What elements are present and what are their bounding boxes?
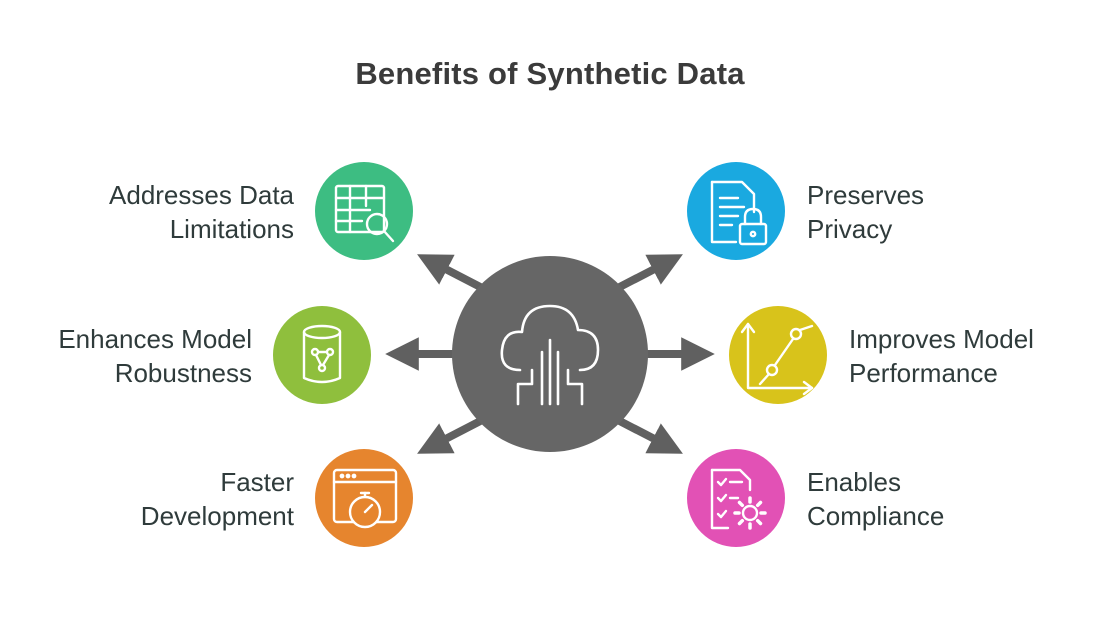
label-line: Development (140, 501, 294, 531)
label-line: Privacy (807, 214, 893, 244)
checklist-gear-icon (710, 468, 767, 530)
benefit-label-addresses-data-limitations: Addresses Data Limitations (109, 178, 294, 246)
table-search-icon (334, 184, 395, 243)
benefit-label-enhances-model-robustness: Enhances Model Robustness (58, 322, 252, 390)
line-graph-icon (740, 322, 814, 396)
label-line: Addresses Data (109, 180, 294, 210)
browser-stopwatch-icon (332, 468, 398, 529)
benefit-circle-improves-model-performance (729, 306, 827, 404)
diagram-title: Benefits of Synthetic Data (355, 56, 745, 91)
label-line: Compliance (807, 501, 945, 531)
label-line: Performance (849, 358, 998, 388)
database-network-icon (302, 324, 342, 384)
label-line: Improves Model (849, 324, 1034, 354)
benefit-circle-preserves-privacy (687, 162, 785, 260)
label-line: Preserves (807, 180, 925, 210)
benefit-label-enables-compliance: Enables Compliance (807, 465, 944, 533)
label-line: Enables (807, 467, 901, 497)
document-lock-icon (710, 180, 768, 246)
cloud-circuit-icon (500, 304, 600, 406)
benefit-label-improves-model-performance: Improves Model Performance (849, 322, 1034, 390)
benefit-label-faster-development: Faster Development (141, 465, 294, 533)
label-line: Limitations (169, 214, 294, 244)
label-line: Faster (220, 467, 294, 497)
benefit-label-preserves-privacy: Preserves Privacy (807, 178, 924, 246)
benefit-circle-enhances-model-robustness (273, 306, 371, 404)
label-line: Enhances Model (58, 324, 252, 354)
label-line: Robustness (114, 358, 252, 388)
